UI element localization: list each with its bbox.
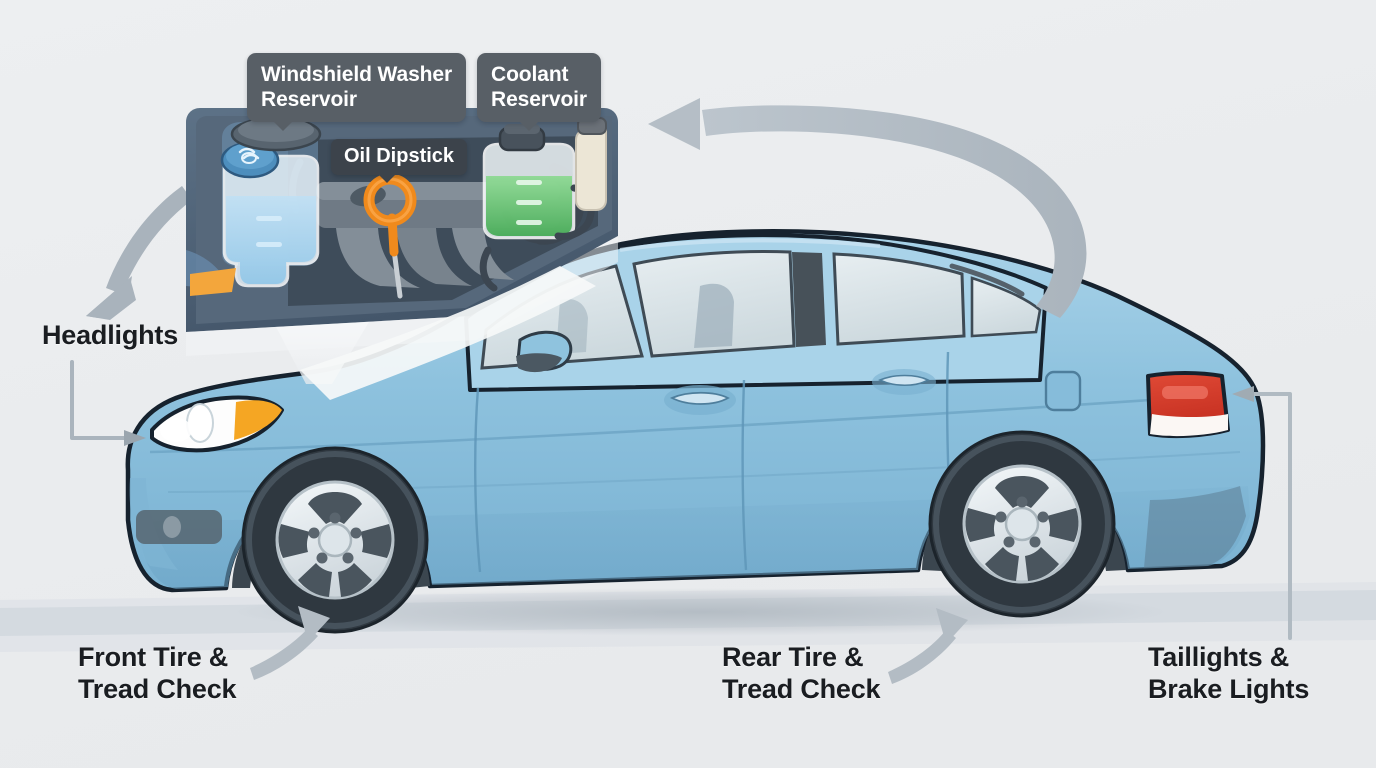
vehicle-illustration: [125, 229, 1266, 634]
car-lower-body-shading: [138, 482, 1250, 589]
coolant-lower-hose: [479, 246, 498, 292]
reverse-light-lens: [1150, 414, 1228, 437]
front-lug-nuts: [308, 512, 362, 564]
callout-taillights-brake-lights: Taillights & Brake Lights: [1148, 642, 1310, 704]
headlight-glow: [160, 418, 192, 442]
headlights-connector: [70, 360, 146, 446]
turn-signal-lens: [234, 400, 282, 440]
dipstick-shaft: [391, 247, 403, 299]
washer-icon-spray: [238, 147, 260, 160]
rear-hub-cap: [1004, 506, 1040, 542]
vehicle-shadow: [230, 588, 1170, 636]
rear-lug-nuts: [995, 496, 1049, 548]
rear-tire-connector: [888, 608, 968, 684]
brake-light-strip: [1162, 386, 1208, 399]
front-tire-connector: [250, 606, 330, 680]
headlight-bulb: [186, 403, 214, 443]
side-mirror: [516, 330, 573, 373]
roof-rail: [949, 263, 1025, 297]
fog-light: [163, 516, 181, 538]
washer-fluid-reservoir: [220, 116, 322, 288]
rear-tire-sidewall: [933, 435, 1111, 613]
coolant-level-mark-max: [516, 180, 542, 185]
brake-fluid-reservoir: [575, 117, 607, 211]
inset-turn-signal: [190, 268, 236, 296]
taillight-assembly: [1146, 371, 1230, 439]
callout-front-tire-tread-check: Front Tire & Tread Check: [78, 642, 237, 704]
rear-bumper-shade: [1144, 486, 1246, 568]
front-rim-spokes: [278, 492, 392, 597]
callout-rear-tire-tread-check: Rear Tire & Tread Check: [722, 642, 881, 704]
tooltip-oil-dipstick: Oil Dipstick: [331, 139, 468, 183]
roof-highlight: [619, 238, 881, 252]
door-seam-middle: [741, 379, 748, 571]
rear-wheel: [928, 430, 1116, 618]
coolant-reservoir: [479, 124, 595, 292]
coolant-level-mark-mid: [516, 200, 542, 205]
rear-door-handle: [872, 369, 936, 395]
door-seam-front: [474, 387, 482, 573]
front-hub-cap: [317, 522, 353, 558]
inset-to-headlights-arrow: [86, 186, 192, 320]
rear-rim-spokes: [965, 476, 1079, 581]
coolant-level-mark-min: [516, 220, 542, 225]
washer-level-mark-min: [256, 242, 282, 247]
tooltip-coolant-reservoir: Coolant Reservoir: [477, 53, 601, 132]
inset-hood-edge: [186, 236, 618, 356]
front-bumper-shade: [129, 478, 178, 570]
taillights-connector: [1232, 386, 1292, 640]
b-pillar: [792, 252, 826, 347]
tooltip-windshield-washer-reservoir: Windshield Washer Reservoir: [247, 53, 467, 132]
front-seat-silhouette: [694, 283, 734, 348]
washer-cap: [220, 141, 280, 179]
hood-glare-band: [300, 266, 596, 400]
fuel-door: [1044, 370, 1082, 412]
rear-door-window: [832, 252, 966, 346]
headlight-assembly: [150, 395, 284, 453]
front-wheel: [241, 446, 429, 634]
rear-quarter-window: [970, 276, 1042, 338]
front-tire-sidewall: [246, 451, 424, 629]
roof-sweep-arrow: [648, 98, 1087, 318]
front-door-handle: [664, 385, 736, 415]
body-crease-line: [149, 398, 1151, 454]
engine-bay-inset: [186, 108, 618, 384]
washer-icon-glass: [241, 152, 257, 164]
washer-level-mark-max: [256, 216, 282, 221]
callout-headlights: Headlights: [42, 320, 179, 350]
inset-front-corner: [186, 250, 236, 296]
